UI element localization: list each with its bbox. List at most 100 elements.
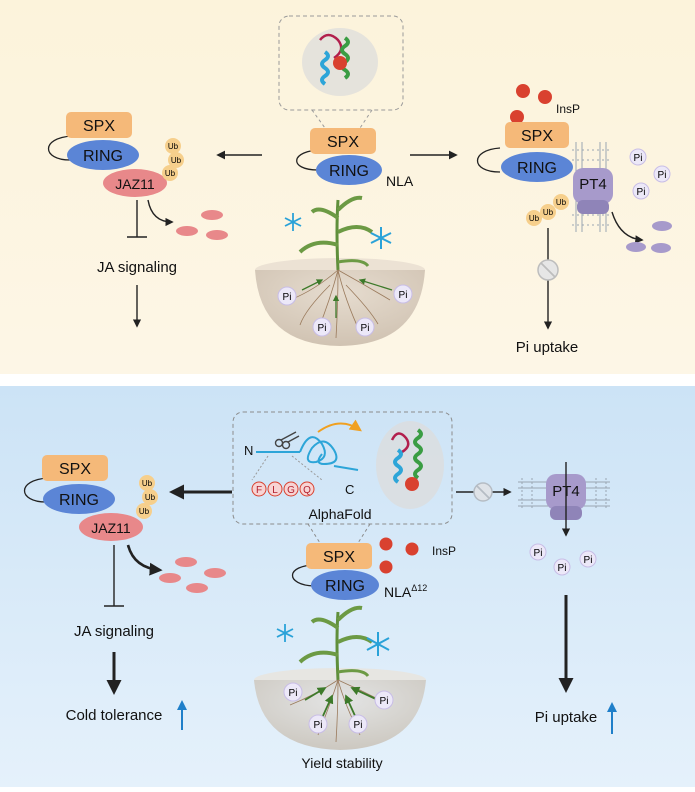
nla-label: NLA: [384, 584, 412, 600]
snowflake-icon: [370, 227, 392, 249]
nterm-diagram: N C F L G Q: [244, 431, 359, 497]
pi-label: Pi: [354, 720, 363, 731]
plant-soil-bottom: Pi Pi Pi Pi: [254, 605, 426, 750]
alphafold-box: [232, 411, 453, 525]
alphafold-arrow: [317, 419, 362, 433]
pt4-membrane-bottom: PT4 Pi Pi Pi: [518, 462, 610, 576]
jaz11-fragments: [176, 210, 228, 240]
snowflake-icon: [366, 632, 390, 656]
ub-label: Ub: [556, 198, 567, 207]
ring-domain: [316, 155, 382, 185]
pi-label: Pi: [399, 290, 408, 301]
ub-label: Ub: [529, 214, 540, 223]
n-terminus-label: N: [244, 443, 253, 458]
ub-label: Ub: [142, 479, 153, 488]
motif-residue: F: [256, 485, 262, 496]
spx-label: SPX: [323, 549, 355, 566]
ring-label: RING: [329, 163, 369, 180]
ring-label: RING: [325, 578, 365, 595]
spx-label: SPX: [521, 128, 553, 145]
plant-soil-top: Pi Pi Pi Pi: [255, 195, 425, 346]
jaz11-label: JAZ11: [91, 520, 131, 536]
degradation-arrow: [611, 211, 644, 244]
spx-label: SPX: [83, 118, 115, 135]
pi-label: Pi: [289, 688, 298, 699]
pi-label: Pi: [318, 323, 327, 334]
c-terminus-label: C: [345, 482, 354, 497]
ring-label: RING: [83, 148, 123, 165]
insp-molecule: [510, 110, 524, 124]
insp-molecule: [379, 560, 393, 574]
ub-label: Ub: [145, 493, 156, 502]
insp-molecule: [405, 542, 419, 556]
ubiquitin-chain: Ub Ub Ub: [526, 194, 569, 226]
ub-label: Ub: [543, 208, 554, 217]
ub-label: Ub: [165, 169, 176, 178]
ring-label: RING: [517, 160, 557, 177]
pi-uptake-label: Pi uptake: [516, 339, 579, 356]
jaz11-protein: [103, 169, 167, 197]
nla-jaz11-complex-top: SPX RING JAZ11 Ub Ub Ub: [47, 112, 184, 197]
insp-molecule: [538, 90, 552, 104]
plant-icon: [298, 195, 374, 271]
ub-label: Ub: [168, 142, 179, 151]
pt4-transporter: PT4: [573, 168, 613, 214]
pi-label: Pi: [380, 696, 389, 707]
pi-label: Pi: [314, 720, 323, 731]
nla-complex-top: SPX RING NLA: [296, 128, 414, 189]
pi-label: Pi: [534, 548, 543, 559]
spx-label: SPX: [327, 134, 359, 151]
spx-domain: [310, 128, 376, 154]
motif-residue: L: [272, 485, 278, 496]
protein-structure-icon: [376, 421, 444, 509]
ja-signaling-label: JA signaling: [97, 259, 177, 276]
insp-label: InsP: [432, 544, 456, 558]
jaz11-protein: [79, 513, 143, 541]
ubiquitin-chain: Ub Ub Ub: [162, 138, 184, 181]
motif-residue: Q: [303, 485, 311, 496]
yield-stability-label: Yield stability: [301, 755, 382, 771]
ub-label: Ub: [171, 156, 182, 165]
motif-residue: G: [287, 485, 295, 496]
pi-label: Pi: [658, 170, 667, 181]
jaz11-label: JAZ11: [115, 176, 155, 192]
ring-label: RING: [59, 492, 99, 509]
structure-box: [278, 15, 404, 111]
insp-label: InsP: [556, 102, 580, 116]
cold-tolerance-label: Cold tolerance: [66, 707, 163, 724]
pi-label: Pi: [634, 153, 643, 164]
snowflake-icon: [276, 624, 294, 642]
insp-molecule: [516, 84, 530, 98]
insp-molecule: [379, 537, 393, 551]
ub-label: Ub: [139, 507, 150, 516]
pi-uptake-label: Pi uptake: [535, 709, 598, 726]
pi-label: Pi: [558, 563, 567, 574]
motif-residues: F L G Q: [251, 481, 315, 497]
protein-structure-icon: [302, 28, 378, 96]
prohibited-icon: [537, 259, 559, 281]
degradation-arrow: [126, 544, 163, 576]
degradation-arrow: [147, 199, 174, 227]
snowflake-icon: [284, 213, 302, 231]
spx-label: SPX: [59, 461, 91, 478]
nla-label: NLA: [386, 173, 414, 189]
nla-superscript: Δ12: [411, 583, 427, 593]
pi-label: Pi: [637, 187, 646, 198]
scissors-icon: [274, 431, 300, 450]
alphafold-label: AlphaFold: [308, 506, 371, 522]
jaz11-fragments: [159, 557, 226, 593]
nla-pt4-complex-top: InsP SPX RING PT4 Ub Ub Ub Pi Pi Pi: [476, 84, 671, 232]
nla-delta12-label: NLAΔ12: [384, 583, 427, 600]
pi-label: Pi: [584, 555, 593, 566]
pi-label: Pi: [361, 323, 370, 334]
ja-signaling-label: JA signaling: [74, 623, 154, 640]
pt4-label: PT4: [579, 176, 607, 193]
nla-jaz11-complex-bottom: SPX RING JAZ11 Ub Ub Ub: [23, 455, 158, 541]
prohibited-icon: [473, 482, 493, 502]
ubiquitin-chain: Ub Ub Ub: [136, 475, 158, 519]
nla-delta12-complex: SPX RING NLAΔ12 InsP: [292, 537, 456, 600]
pt4-fragments: [626, 221, 672, 253]
pi-label: Pi: [283, 292, 292, 303]
